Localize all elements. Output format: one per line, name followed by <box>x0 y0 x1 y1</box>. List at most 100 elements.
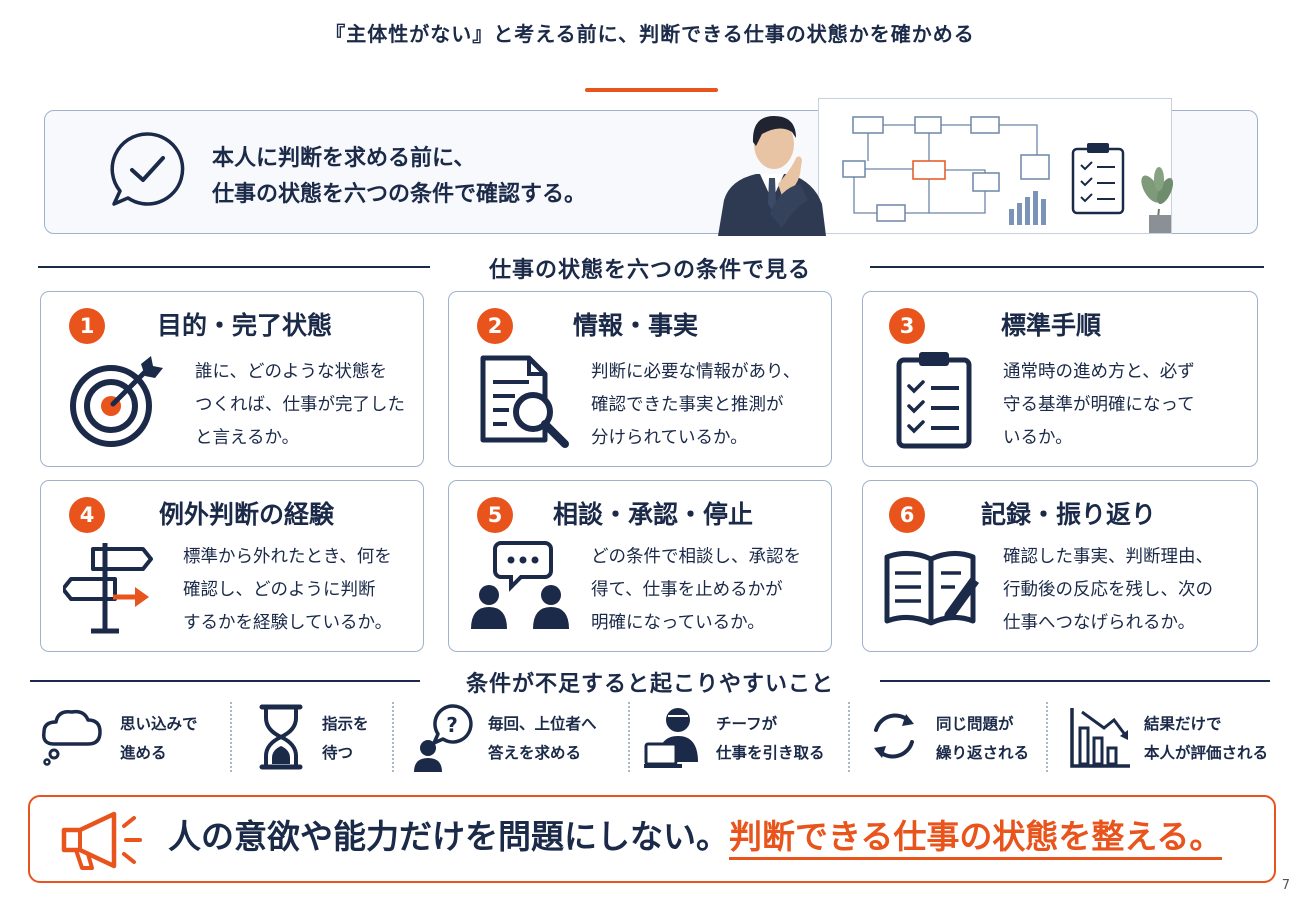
consequence-text: 結果だけで 本人が評価される <box>1144 710 1268 768</box>
card-number-badge: 2 <box>477 308 513 344</box>
card-desc-line: 誰に、どのような状態を <box>195 362 387 382</box>
svg-text:?: ? <box>446 713 458 737</box>
intro-line1: 本人に判断を求める前に、 <box>212 146 476 171</box>
consequence-text: 思い込みで 進める <box>120 710 198 768</box>
megaphone-icon <box>58 808 154 872</box>
card-number-badge: 3 <box>889 308 925 344</box>
card-title: 目的・完了状態 <box>157 311 333 340</box>
card-desc-line: 仕事へつなげられるか。 <box>1003 613 1196 633</box>
card-title: 例外判断の経験 <box>159 500 335 529</box>
consequence-line: 指示を <box>322 715 369 733</box>
card-desc-line: 判断に必要な情報があり、 <box>591 362 801 382</box>
card-desc-line: と言えるか。 <box>195 428 300 448</box>
hourglass-icon <box>258 704 304 770</box>
card-title: 情報・事実 <box>573 311 699 340</box>
card-title: 相談・承認・停止 <box>553 500 754 529</box>
consequence-line: 繰り返される <box>936 744 1030 762</box>
consequence-line: 毎回、上位者へ <box>488 715 597 733</box>
condition-card-1: 1 目的・完了状態 誰に、どのような状態を つくれば、仕事が完了した と言えるか… <box>40 291 424 467</box>
footer-box <box>28 795 1276 883</box>
consequence-item-1: 思い込みで 進める <box>40 702 230 774</box>
card-desc-line: 確認した事実、判断理由、 <box>1003 547 1213 567</box>
consequence-line: 進める <box>120 744 167 762</box>
page-title: 『主体性がない』と考える前に、判断できる仕事の状態かを確かめる <box>0 18 1300 47</box>
consequence-line: 待つ <box>322 744 354 762</box>
consequence-item-5: 同じ問題が 繰り返される <box>866 702 1042 774</box>
card-desc-line: 守る基準が明確になって <box>1003 395 1195 415</box>
condition-card-4: 4 例外判断の経験 標準から外れたとき、何を 確認し、どのように判断 するかを経… <box>40 480 424 652</box>
card-description: 誰に、どのような状態を つくれば、仕事が完了した と言えるか。 <box>195 356 405 455</box>
consequence-text: 指示を 待つ <box>322 710 369 768</box>
target-icon <box>67 354 167 448</box>
consequence-item-3: ? 毎回、上位者へ 答えを求める <box>412 702 624 774</box>
card-desc-line: するかを経験しているか。 <box>183 613 393 633</box>
intro-line2: 仕事の状態を六つの条件で確認する。 <box>212 182 587 207</box>
declining-chart-icon <box>1068 704 1132 768</box>
card-number-badge: 5 <box>477 497 513 533</box>
card-number-badge: 6 <box>889 497 925 533</box>
page-number: 7 <box>1281 878 1290 893</box>
separator <box>392 702 394 772</box>
separator <box>628 702 630 772</box>
condition-card-5: 5 相談・承認・停止 どの条件で相談し、承認を 得て、仕事を止めるかが 明確にな… <box>448 480 832 652</box>
thinking-person-illustration <box>710 104 830 236</box>
title-part1: 『主体性がない』と考える前に、 <box>325 22 640 46</box>
consequence-text: 毎回、上位者へ 答えを求める <box>488 710 597 768</box>
card-description: 判断に必要な情報があり、 確認できた事実と推測が 分けられているか。 <box>591 356 800 455</box>
consequence-text: 同じ問題が 繰り返される <box>936 710 1029 768</box>
thought-cloud-icon <box>40 704 104 768</box>
consequence-line: 仕事を引き取る <box>716 744 825 762</box>
laptop-person-icon <box>644 704 704 770</box>
footer-part1: 人の意欲や能力だけを問題にしない。 <box>168 817 729 856</box>
clipboard-checklist-icon <box>893 350 977 450</box>
footer-part2: 判断できる仕事の状態を整える。 <box>729 817 1223 860</box>
card-desc-line: 分けられているか。 <box>591 428 748 448</box>
document-search-icon <box>477 354 573 448</box>
card-desc-line: 行動後の反応を残し、次の <box>1003 580 1213 600</box>
card-number-badge: 4 <box>69 497 105 533</box>
card-desc-line: いるか。 <box>1003 428 1073 448</box>
card-desc-line: 明確になっているか。 <box>591 613 765 633</box>
card-desc-line: つくれば、仕事が完了した <box>195 395 405 415</box>
separator <box>848 702 850 772</box>
notebook-pen-icon <box>883 549 983 629</box>
card-description: 確認した事実、判断理由、 行動後の反応を残し、次の 仕事へつなげられるか。 <box>1003 541 1213 640</box>
flow-diagram-board <box>818 98 1173 234</box>
consequence-item-4: チーフが 仕事を引き取る <box>644 702 844 774</box>
consequence-line: 本人が評価される <box>1144 744 1269 762</box>
card-description: どの条件で相談し、承認を 得て、仕事を止めるかが 明確になっているか。 <box>591 541 801 640</box>
consequence-item-6: 結果だけで 本人が評価される <box>1068 702 1272 774</box>
card-title: 標準手順 <box>1001 311 1102 340</box>
conditions-section-title: 仕事の状態を六つの条件で見る <box>430 252 870 283</box>
question-person-icon: ? <box>412 704 474 772</box>
consequence-line: 答えを求める <box>488 744 582 762</box>
card-number-badge: 1 <box>69 308 105 344</box>
check-bubble-icon <box>106 128 188 210</box>
consequence-line: 思い込みで <box>120 715 198 733</box>
condition-card-2: 2 情報・事実 判断に必要な情報があり、 確認できた事実と推測が 分けられている… <box>448 291 832 467</box>
card-desc-line: 得て、仕事を止めるかが <box>591 580 783 600</box>
separator <box>230 702 232 772</box>
title-part3: かを確かめる <box>848 22 975 46</box>
card-desc-line: 確認できた事実と推測が <box>591 395 784 415</box>
card-title: 記録・振り返り <box>981 500 1157 529</box>
consequence-line: 同じ問題が <box>936 715 1014 733</box>
title-part2: 判断できる仕事の状態 <box>639 22 849 46</box>
consequences-section-title: 条件が不足すると起こりやすいこと <box>420 666 880 697</box>
card-description: 標準から外れたとき、何を 確認し、どのように判断 するかを経験しているか。 <box>183 541 392 640</box>
title-underline <box>585 88 718 92</box>
repeat-cycle-icon <box>866 704 922 768</box>
card-desc-line: 確認し、どのように判断 <box>183 580 376 600</box>
signpost-icon <box>63 539 161 635</box>
consequence-line: 結果だけで <box>1144 715 1222 733</box>
footer-message: 人の意欲や能力だけを問題にしない。判断できる仕事の状態を整える。 <box>168 811 1223 863</box>
separator <box>1046 702 1048 772</box>
consequence-line: チーフが <box>716 715 778 733</box>
consequence-item-2: 指示を 待つ <box>258 702 388 774</box>
consequence-text: チーフが 仕事を引き取る <box>716 710 825 768</box>
intro-text: 本人に判断を求める前に、 仕事の状態を六つの条件で確認する。 <box>212 141 586 213</box>
condition-card-3: 3 標準手順 通常時の進め方と、必ず 守る基準が明確になって いるか。 <box>862 291 1258 467</box>
condition-card-6: 6 記録・振り返り 確認した事実、判断理由、 行動後の反応を残し、次の 仕事へつ… <box>862 480 1258 652</box>
card-description: 通常時の進め方と、必ず 守る基準が明確になって いるか。 <box>1003 356 1195 455</box>
card-desc-line: 標準から外れたとき、何を <box>183 547 392 567</box>
